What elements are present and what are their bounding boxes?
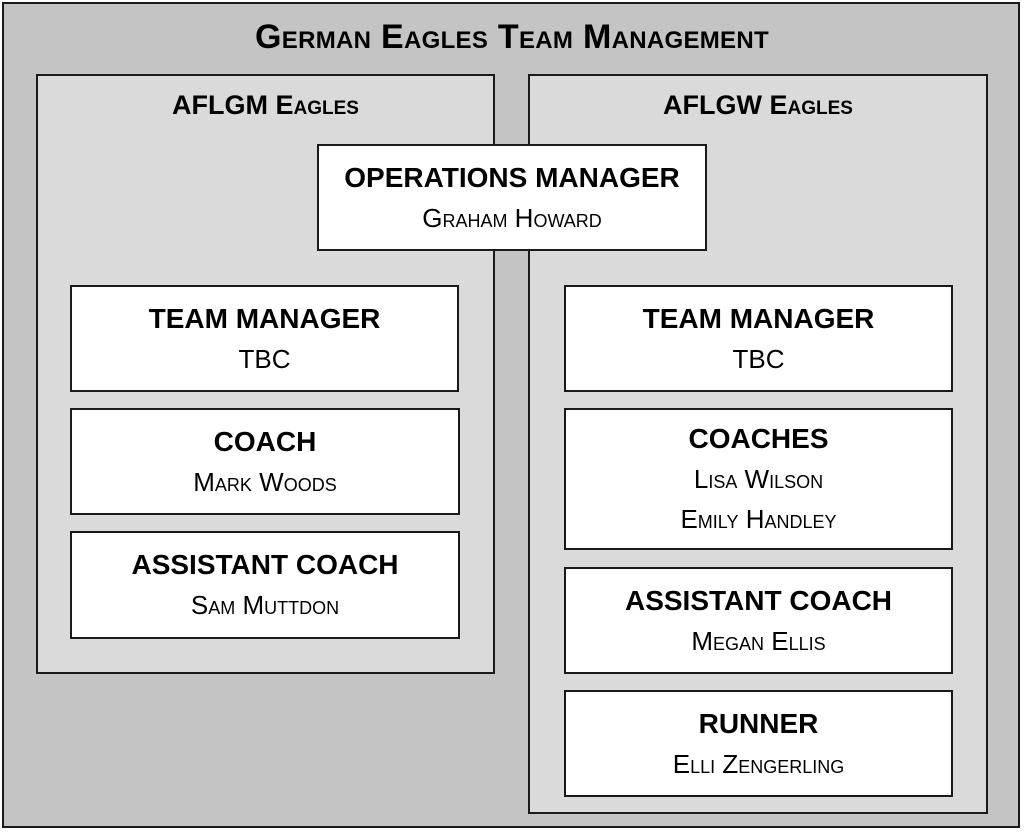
aflgm-coach-box: COACH Mark Woods: [70, 408, 460, 515]
aflgw-team-manager-box: TEAM MANAGER TBC: [564, 285, 953, 392]
aflgm-team-manager-name: TBC: [238, 343, 291, 374]
operations-manager-box: OPERATIONS MANAGER Graham Howard: [317, 144, 707, 251]
aflgm-assistant-coach-box: ASSISTANT COACH Sam Muttdon: [70, 531, 460, 639]
operations-manager-role: OPERATIONS MANAGER: [344, 161, 680, 193]
aflgm-coach-name: Mark Woods: [193, 466, 337, 497]
aflgw-team-manager-name: TBC: [732, 343, 785, 374]
aflgw-runner-name: Elli Zengerling: [672, 748, 845, 779]
aflgw-runner-box: RUNNER Elli Zengerling: [564, 690, 953, 797]
aflgw-assistant-coach-box: ASSISTANT COACH Megan Ellis: [564, 567, 953, 674]
aflgm-coach-role: COACH: [213, 425, 317, 457]
aflgm-panel-title: AFLGM Eagles: [172, 90, 359, 120]
aflgw-coaches-box: COACHES Lisa Wilson Emily Handley: [564, 408, 953, 550]
aflgm-team-manager-box: TEAM MANAGER TBC: [70, 285, 459, 392]
aflgw-coach-name-1: Lisa Wilson: [693, 464, 824, 494]
aflgw-assistant-coach-name: Megan Ellis: [691, 625, 826, 656]
aflgw-panel-title: AFLGW Eagles: [663, 90, 853, 120]
aflgw-assistant-coach-role: ASSISTANT COACH: [624, 584, 893, 616]
diagram-title: German Eagles Team Management: [255, 18, 769, 56]
operations-manager-name: Graham Howard: [422, 202, 602, 233]
aflgw-coach-name-2: Emily Handley: [680, 504, 837, 534]
aflgw-team-manager-role: TEAM MANAGER: [642, 302, 875, 334]
aflgw-runner-role: RUNNER: [698, 707, 819, 739]
aflgw-coaches-role: COACHES: [688, 423, 829, 454]
aflgm-team-manager-role: TEAM MANAGER: [148, 302, 381, 334]
aflgm-assistant-coach-role: ASSISTANT COACH: [131, 549, 399, 580]
aflgm-assistant-coach-name: Sam Muttdon: [190, 590, 340, 620]
